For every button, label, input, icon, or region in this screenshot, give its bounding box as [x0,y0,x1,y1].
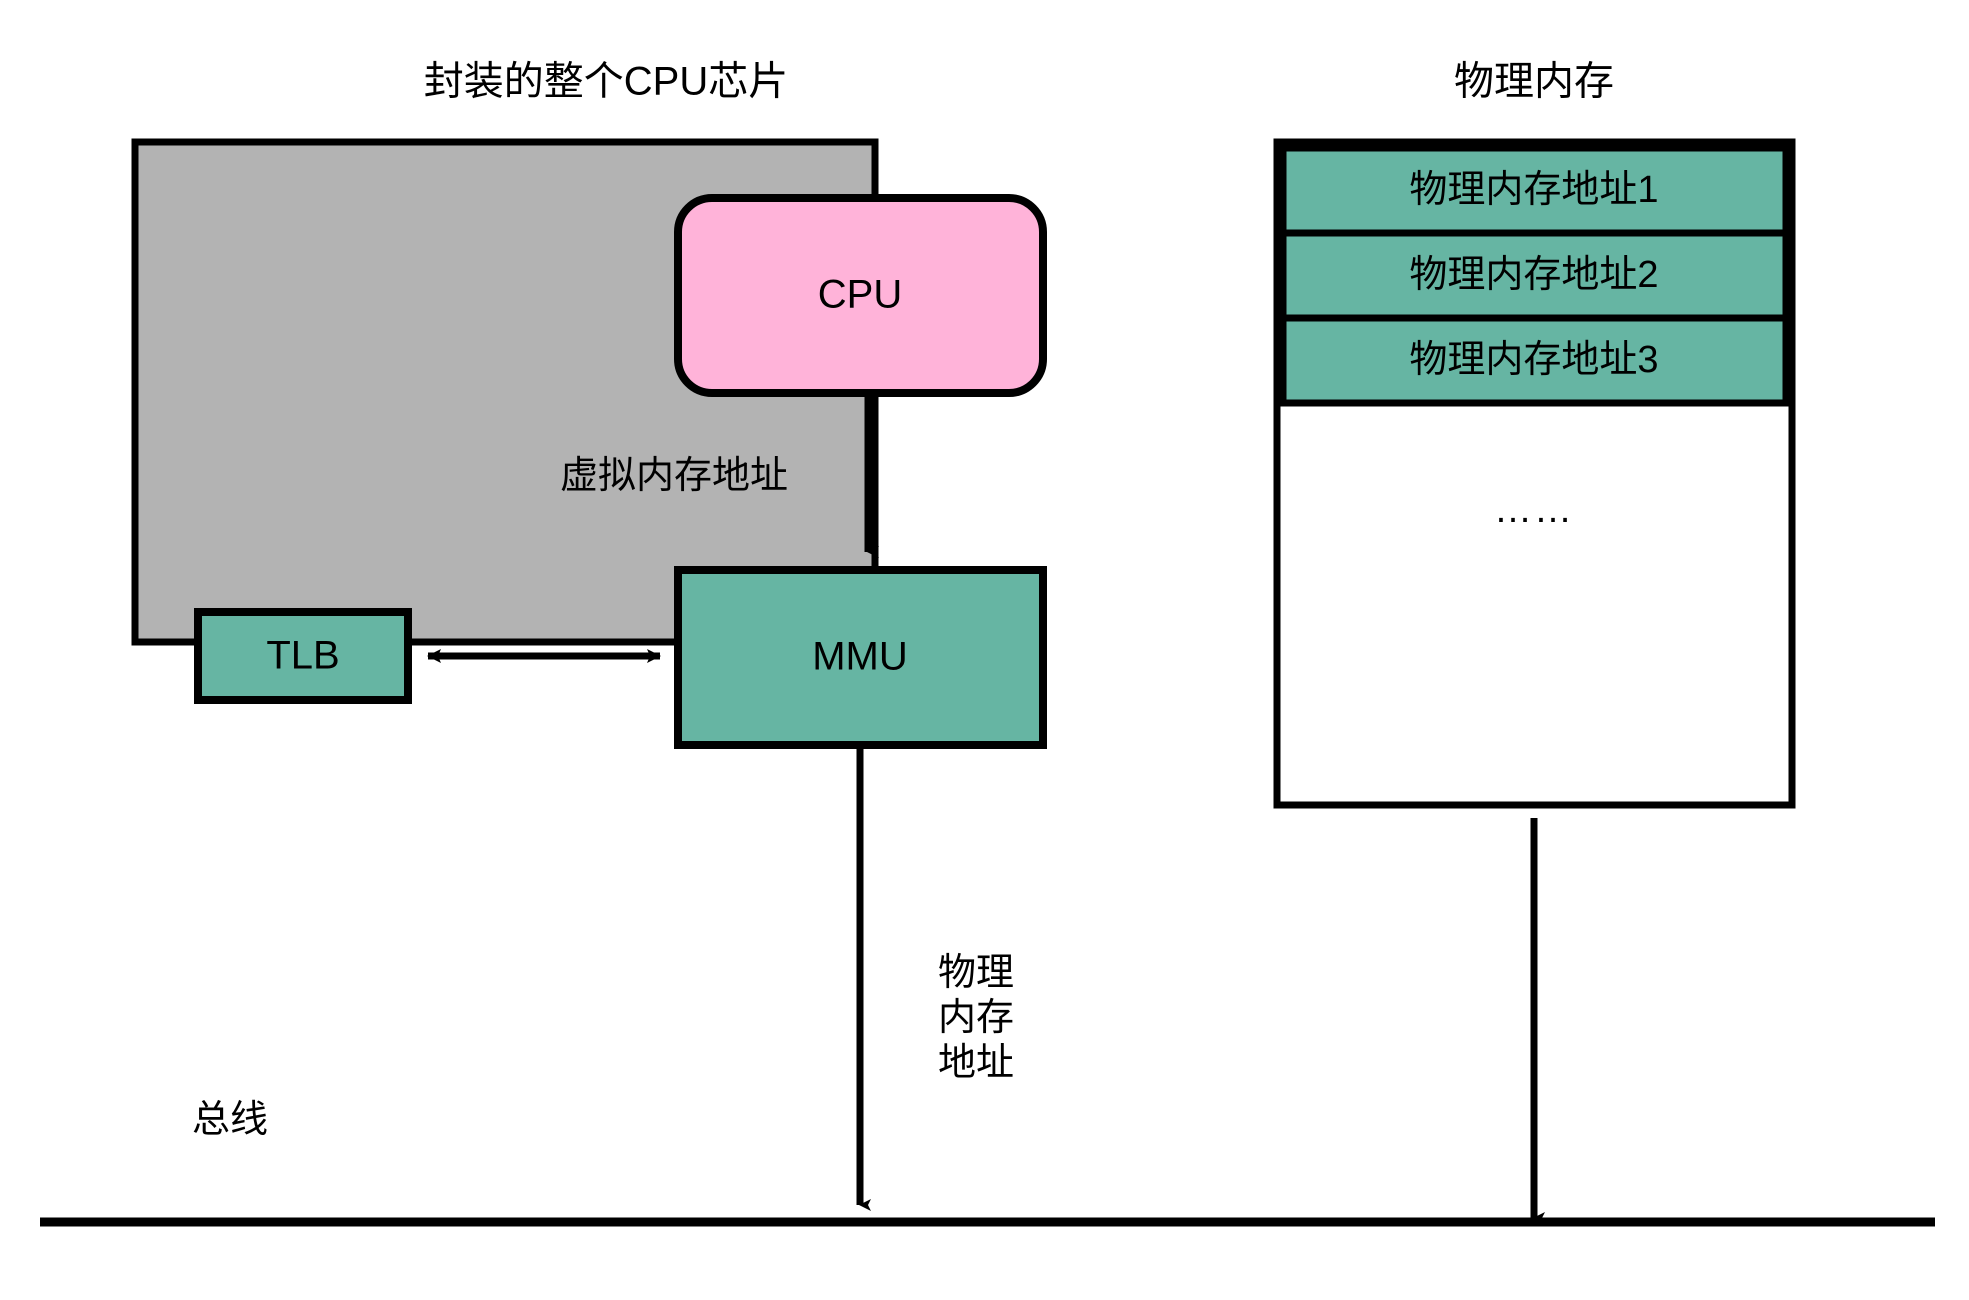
memory-cell-label: 物理内存地址3 [1409,339,1658,381]
tlb-block[interactable] [194,608,412,704]
chip-title: 封装的整个CPU芯片 [424,60,788,104]
cpu-to-mmu-label: 虚拟内存地址 [560,455,788,497]
memory-title: 物理内存 [1454,60,1614,104]
cpu-block-label: CPU [818,273,902,317]
mmu-block[interactable] [674,566,1047,749]
mmu-block-label: MMU [812,635,908,679]
physical-address-label-line1: 物理 [938,952,1014,994]
memory-cell[interactable] [1279,144,1790,237]
physical-address-label-line3: 地址 [938,1042,1014,1084]
memory-ellipsis: …… [1494,489,1574,531]
cpu-block[interactable] [674,194,1047,397]
bus-label: 总线 [192,1099,268,1141]
memory-cell[interactable] [1279,229,1790,322]
tlb-block-label: TLB [266,634,339,678]
physical-address-label-line2: 内存 [938,997,1014,1039]
memory-cell-label: 物理内存地址2 [1409,254,1658,296]
memory-cell-label: 物理内存地址1 [1409,169,1658,211]
memory-cell[interactable] [1279,314,1790,407]
